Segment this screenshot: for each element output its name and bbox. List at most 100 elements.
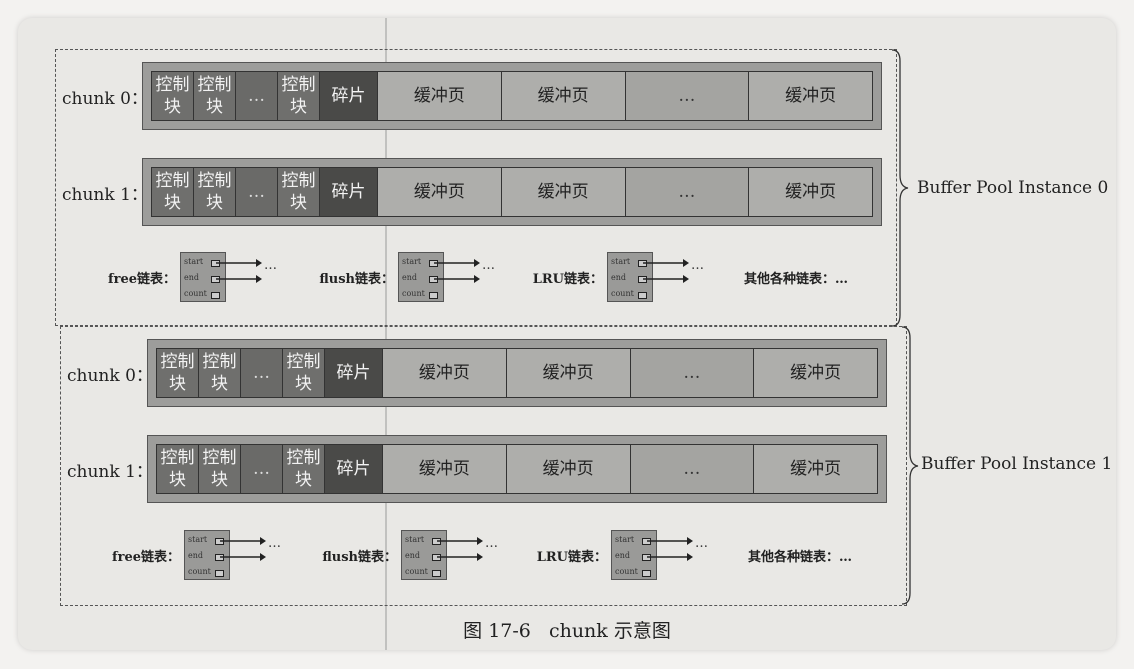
end-field: end [405, 551, 421, 560]
free-list-label: free链表： [108, 272, 176, 287]
start-field: start [405, 535, 425, 544]
chunk-label: chunk 0： [62, 89, 148, 109]
buffer-page-cell: 缓冲页 [749, 72, 872, 120]
count-field: count [615, 567, 638, 576]
pointer-box [211, 292, 220, 299]
pointer-arrows [643, 259, 689, 283]
buffer-page-cell: 缓冲页 [378, 168, 502, 216]
fragment-cell: 碎片 [325, 349, 383, 397]
figure-title: chunk 示意图 [548, 620, 671, 642]
chunk-frame: 控制块 控制块 … 控制块 碎片 缓冲页 缓冲页 … 缓冲页 [142, 158, 882, 226]
buffer-page-cell: 缓冲页 [754, 349, 877, 397]
control-block-cell: 控制块 [283, 349, 325, 397]
instance-1-brace [901, 326, 919, 605]
buffer-page-cell: 缓冲页 [749, 168, 872, 216]
buffer-page-cell: 缓冲页 [501, 168, 626, 216]
end-field: end [402, 273, 418, 282]
pointer-arrows [216, 259, 262, 283]
list-ellipsis: … [691, 258, 704, 273]
list-ellipsis: … [485, 536, 498, 551]
buffer-page-ellipsis-cell: … [630, 349, 755, 397]
chunk-cells: 控制块 控制块 … 控制块 碎片 缓冲页 缓冲页 … 缓冲页 [151, 71, 873, 121]
control-block-cell: 控制块 [278, 168, 320, 216]
control-block-ellipsis-cell: … [241, 349, 283, 397]
pointer-box [638, 292, 647, 299]
list-base-node: start end count [611, 530, 657, 580]
list-base-node: start end count [398, 252, 444, 302]
end-field: end [615, 551, 631, 560]
list-ellipsis: … [695, 536, 708, 551]
count-field: count [405, 567, 428, 576]
instance-0-label: Buffer Pool Instance 0 [917, 178, 1109, 198]
control-block-cell: 控制块 [194, 168, 236, 216]
pointer-box [432, 570, 441, 577]
chunk-cells: 控制块 控制块 … 控制块 碎片 缓冲页 缓冲页 … 缓冲页 [156, 444, 878, 494]
chunk-frame: 控制块 控制块 … 控制块 碎片 缓冲页 缓冲页 … 缓冲页 [147, 435, 887, 503]
free-list-label: free链表： [112, 550, 180, 565]
buffer-page-ellipsis-cell: … [625, 168, 750, 216]
list-ellipsis: … [264, 258, 277, 273]
end-field: end [611, 273, 627, 282]
flush-list-label: flush链表： [322, 550, 397, 565]
instance-0-brace [891, 49, 909, 327]
buffer-page-cell: 缓冲页 [754, 445, 877, 493]
figure-caption: 图 17-6 chunk 示意图 [0, 616, 1134, 643]
buffer-page-cell: 缓冲页 [501, 72, 626, 120]
control-block-cell: 控制块 [199, 445, 241, 493]
start-field: start [402, 257, 422, 266]
control-block-ellipsis-cell: … [236, 72, 278, 120]
start-field: start [611, 257, 631, 266]
lru-list-label: LRU链表： [536, 550, 607, 565]
chunk-label: chunk 1： [67, 462, 153, 482]
list-base-node: start end count [607, 252, 653, 302]
count-field: count [188, 567, 211, 576]
buffer-page-cell: 缓冲页 [383, 445, 507, 493]
pointer-arrows [220, 537, 266, 561]
fragment-cell: 碎片 [325, 445, 383, 493]
buffer-page-cell: 缓冲页 [378, 72, 502, 120]
pointer-arrows [647, 537, 693, 561]
pointer-box [429, 292, 438, 299]
count-field: count [611, 289, 634, 298]
control-block-cell: 控制块 [157, 445, 199, 493]
control-block-cell: 控制块 [152, 168, 194, 216]
fragment-cell: 碎片 [320, 72, 378, 120]
chunk-cells: 控制块 控制块 … 控制块 碎片 缓冲页 缓冲页 … 缓冲页 [156, 348, 878, 398]
lru-list-label: LRU链表： [532, 272, 603, 287]
control-block-cell: 控制块 [157, 349, 199, 397]
list-base-node: start end count [184, 530, 230, 580]
instance-box-1 [60, 326, 907, 606]
buffer-page-ellipsis-cell: … [630, 445, 755, 493]
control-block-cell: 控制块 [194, 72, 236, 120]
control-block-cell: 控制块 [283, 445, 325, 493]
instance-1-label: Buffer Pool Instance 1 [921, 454, 1113, 474]
buffer-page-ellipsis-cell: … [625, 72, 750, 120]
control-block-cell: 控制块 [152, 72, 194, 120]
figure-number: 图 17-6 [463, 620, 531, 642]
pointer-box [215, 570, 224, 577]
other-lists-label: 其他各种链表：… [748, 550, 853, 565]
control-block-ellipsis-cell: … [236, 168, 278, 216]
chunk-row: chunk 0： 控制块 控制块 … 控制块 碎片 缓冲页 缓冲页 … 缓冲页 [62, 62, 887, 130]
start-field: start [184, 257, 204, 266]
list-row: free链表： start end count … flush链表： start [0, 252, 1134, 304]
buffer-page-cell: 缓冲页 [506, 445, 631, 493]
count-field: count [402, 289, 425, 298]
end-field: end [188, 551, 204, 560]
chunk-row: chunk 1： 控制块 控制块 … 控制块 碎片 缓冲页 缓冲页 … 缓冲页 [62, 158, 887, 226]
buffer-page-cell: 缓冲页 [506, 349, 631, 397]
control-block-cell: 控制块 [278, 72, 320, 120]
chunk-label: chunk 0： [67, 366, 153, 386]
flush-list-label: flush链表： [319, 272, 394, 287]
pointer-arrows [434, 259, 480, 283]
fragment-cell: 碎片 [320, 168, 378, 216]
pointer-box [642, 570, 651, 577]
chunk-frame: 控制块 控制块 … 控制块 碎片 缓冲页 缓冲页 … 缓冲页 [147, 339, 887, 407]
chunk-label: chunk 1： [62, 185, 148, 205]
start-field: start [615, 535, 635, 544]
buffer-page-cell: 缓冲页 [383, 349, 507, 397]
pointer-arrows [437, 537, 483, 561]
chunk-row: chunk 1： 控制块 控制块 … 控制块 碎片 缓冲页 缓冲页 … 缓冲页 [67, 435, 892, 503]
control-block-cell: 控制块 [199, 349, 241, 397]
